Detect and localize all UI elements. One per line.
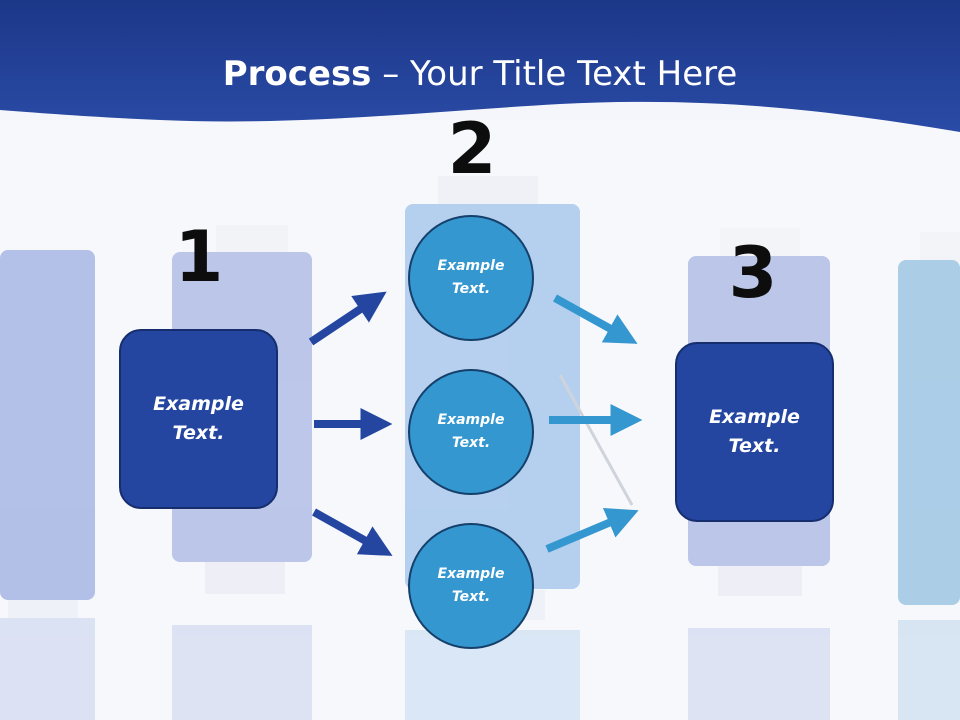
step-1-box: Example Text.: [119, 329, 278, 509]
arrow-2-top-to-3: [553, 294, 638, 344]
title-bold: Process: [222, 54, 372, 94]
step-2-circle-top: Example Text.: [408, 215, 534, 341]
arrow-1-to-2-top: [308, 291, 387, 346]
arrow-2-bottom-to-3: [545, 507, 639, 553]
step-3-box: Example Text.: [675, 342, 834, 522]
circle-text: Example Text.: [437, 566, 505, 605]
title-rest: – Your Title Text Here: [371, 54, 738, 94]
spool-far-left: [0, 250, 95, 720]
step-2-circle-bottom: Example Text.: [408, 523, 534, 649]
arrow-1-to-2-bottom: [312, 508, 393, 556]
step-number-3: 3: [728, 232, 778, 314]
step-number-2: 2: [447, 108, 497, 190]
circle-text: Example Text.: [437, 412, 505, 451]
step-number-1: 1: [174, 216, 224, 298]
header-band: [0, 0, 960, 132]
step-3-text: Example Text.: [709, 406, 800, 457]
circle-text: Example Text.: [437, 258, 505, 297]
step-1-text: Example Text.: [153, 393, 244, 444]
spool-far-right: [898, 232, 960, 720]
step-2-circle-middle: Example Text.: [408, 369, 534, 495]
slide-title: Process – Your Title Text Here: [0, 54, 960, 94]
